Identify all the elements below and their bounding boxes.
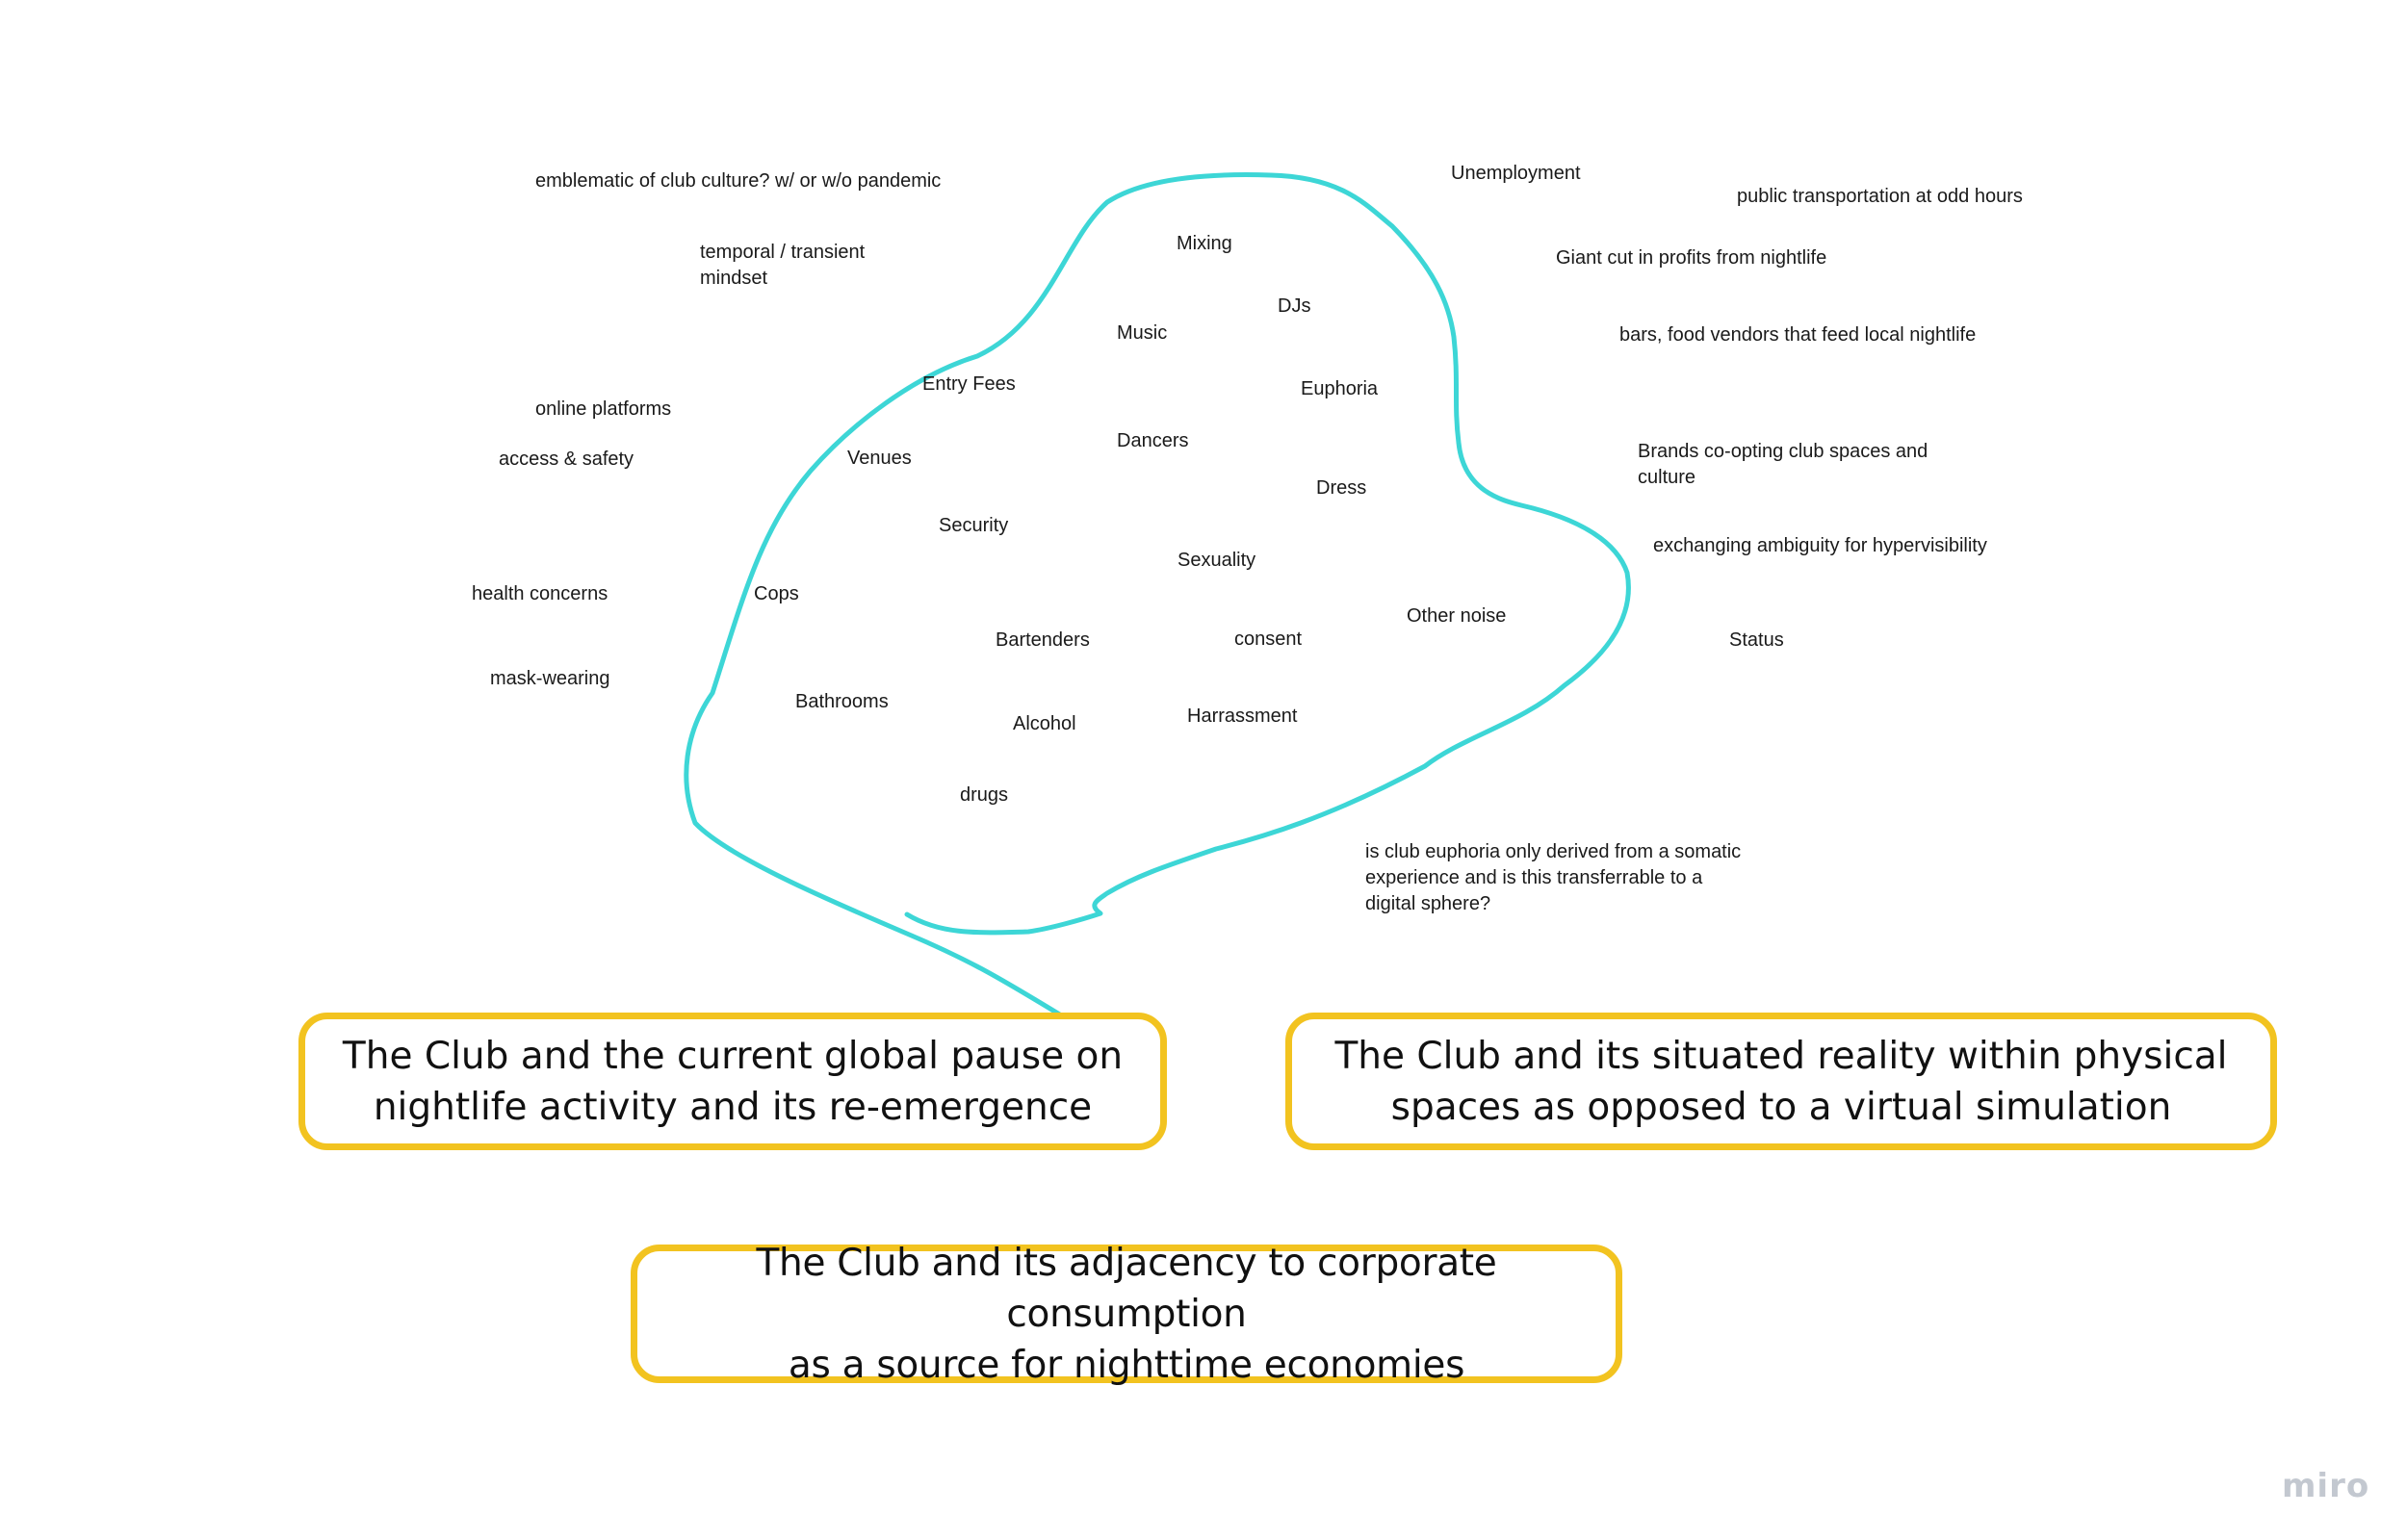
note-euphoria[interactable]: Euphoria [1301,378,1379,399]
miro-logo: miro [2282,1467,2370,1505]
note-music[interactable]: Music [1117,322,1168,344]
note-access-safety[interactable]: access & safety [499,449,634,470]
note-temporal[interactable]: temporal / transient mindset [700,242,866,289]
note-drugs[interactable]: drugs [960,784,1009,806]
note-unemployment[interactable]: Unemployment [1451,163,1581,184]
note-dress[interactable]: Dress [1316,477,1367,499]
note-somatic-question[interactable]: is club euphoria only derived from a som… [1365,841,1742,914]
note-status[interactable]: Status [1729,629,1784,651]
note-profit-cut[interactable]: Giant cut in profits from nightlife [1556,247,1827,269]
note-djs[interactable]: DJs [1278,295,1311,317]
note-online-platforms[interactable]: online platforms [535,398,672,420]
note-mixing[interactable]: Mixing [1177,233,1232,254]
theme-card-global-pause-text: The Club and the current global pause on… [342,1034,1124,1129]
theme-card-corporate-consumption[interactable]: The Club and its adjacency to corporate … [631,1242,1622,1387]
note-emblematic[interactable]: emblematic of club culture? w/ or w/o pa… [535,170,942,192]
note-consent[interactable]: consent [1234,629,1303,650]
note-venues[interactable]: Venues [847,448,912,469]
note-entry-fees[interactable]: Entry Fees [922,373,1016,395]
theme-card-corporate-consumption-text: The Club and its adjacency to corporate … [756,1241,1497,1387]
note-cops[interactable]: Cops [754,583,799,604]
note-sexuality[interactable]: Sexuality [1178,550,1256,571]
note-ambiguity[interactable]: exchanging ambiguity for hypervisibility [1653,535,1987,556]
theme-card-situated-reality[interactable]: The Club and its situated reality within… [1285,1013,2277,1150]
theme-card-situated-reality-text: The Club and its situated reality within… [1334,1034,2228,1129]
note-brands[interactable]: Brands co-opting club spaces and culture [1638,441,1928,488]
theme-card-global-pause[interactable]: The Club and the current global pause on… [298,1013,1167,1150]
note-bars-vendors[interactable]: bars, food vendors that feed local night… [1619,324,1977,346]
note-other-noise[interactable]: Other noise [1407,605,1507,627]
note-security[interactable]: Security [939,515,1009,536]
note-dancers[interactable]: Dancers [1117,430,1189,451]
note-mask-wearing[interactable]: mask-wearing [490,668,610,689]
note-alcohol[interactable]: Alcohol [1013,713,1076,734]
note-bartenders[interactable]: Bartenders [996,629,1090,651]
note-harrassment[interactable]: Harrassment [1187,706,1298,727]
note-bathrooms[interactable]: Bathrooms [795,691,889,712]
note-health-concerns[interactable]: health concerns [472,583,608,604]
note-public-transportation[interactable]: public transportation at odd hours [1737,186,2023,207]
